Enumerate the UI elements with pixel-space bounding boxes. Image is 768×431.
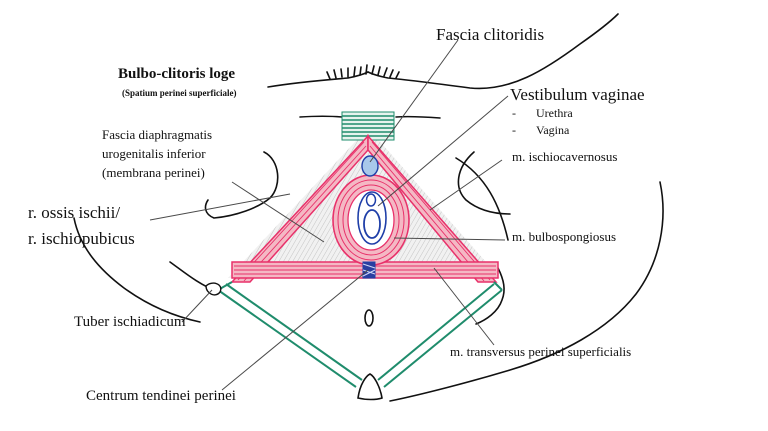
label-ramus-2: r. ischiopubicus (28, 229, 135, 248)
right-upper-contour (367, 13, 619, 90)
green-base-right (493, 281, 503, 291)
label-vestibulum-vaginae: Vestibulum vaginae (510, 85, 645, 104)
label-urethra: Urethra (536, 106, 573, 120)
right-wide-contour (389, 181, 664, 402)
leader-ramus (149, 193, 291, 221)
centrum-tendineum-knot (362, 261, 376, 279)
tuber-ischiadicum-mark (205, 282, 222, 296)
label-ramus-1: r. ossis ischii/ (28, 203, 121, 222)
diagram-subtitle: (Spatium perinei superficiale) (122, 88, 237, 98)
right-buttock-contour (457, 151, 511, 215)
green-left-outer (217, 289, 357, 388)
left-mons-line (299, 115, 343, 118)
green-right-outer (383, 289, 503, 388)
bullet-urethra: - (512, 106, 516, 120)
leader-fascia-diaphragmatis (231, 181, 325, 243)
green-left-inner (225, 283, 363, 381)
label-tuber-ischiadicum: Tuber ischiadicum (74, 314, 186, 330)
label-centrum-tendinei: Centrum tendinei perinei (86, 388, 236, 404)
label-fascia-diaphragmatis-3: (membrana perinei) (102, 165, 205, 180)
label-bulbospongiosus: m. bulbospongiosus (512, 229, 617, 244)
anus (364, 309, 374, 327)
vestibulum (357, 191, 387, 245)
leader-lines (149, 39, 509, 391)
label-fascia-diaphragmatis-2: urogenitalis inferior (102, 146, 206, 161)
right-mons-line (395, 115, 441, 119)
pubic-hair (326, 64, 400, 80)
clitoris (361, 155, 379, 177)
leader-tuber (181, 289, 213, 323)
leader-ischiocavernosus (429, 159, 503, 211)
urethra-opening (365, 193, 377, 207)
coccyx (357, 373, 383, 401)
diagram-title: Bulbo-clitoris loge (118, 66, 236, 82)
leader-vestibulum (377, 95, 509, 207)
leader-transversus (433, 267, 495, 346)
label-vagina: Vagina (536, 123, 570, 137)
label-ischiocavernosus: m. ischiocavernosus (512, 149, 618, 164)
label-fascia-diaphragmatis-1: Fascia diaphragmatis (102, 127, 213, 142)
vagina-opening (363, 209, 381, 239)
green-lines (217, 281, 503, 388)
left-upper-contour (267, 71, 369, 88)
left-outer-contour (73, 217, 201, 323)
green-right-inner (377, 283, 495, 381)
right-tuber-contour (475, 267, 505, 325)
label-fascia-clitoridis: Fascia clitoridis (436, 25, 545, 44)
label-transversus: m. transversus perinei superficialis (450, 344, 632, 359)
leader-centrum (221, 269, 369, 391)
leader-fascia-clitoridis (369, 39, 459, 163)
right-outer-contour (455, 157, 509, 241)
bullet-vagina: - (512, 123, 516, 137)
leader-bulbospongiosus (393, 237, 506, 241)
